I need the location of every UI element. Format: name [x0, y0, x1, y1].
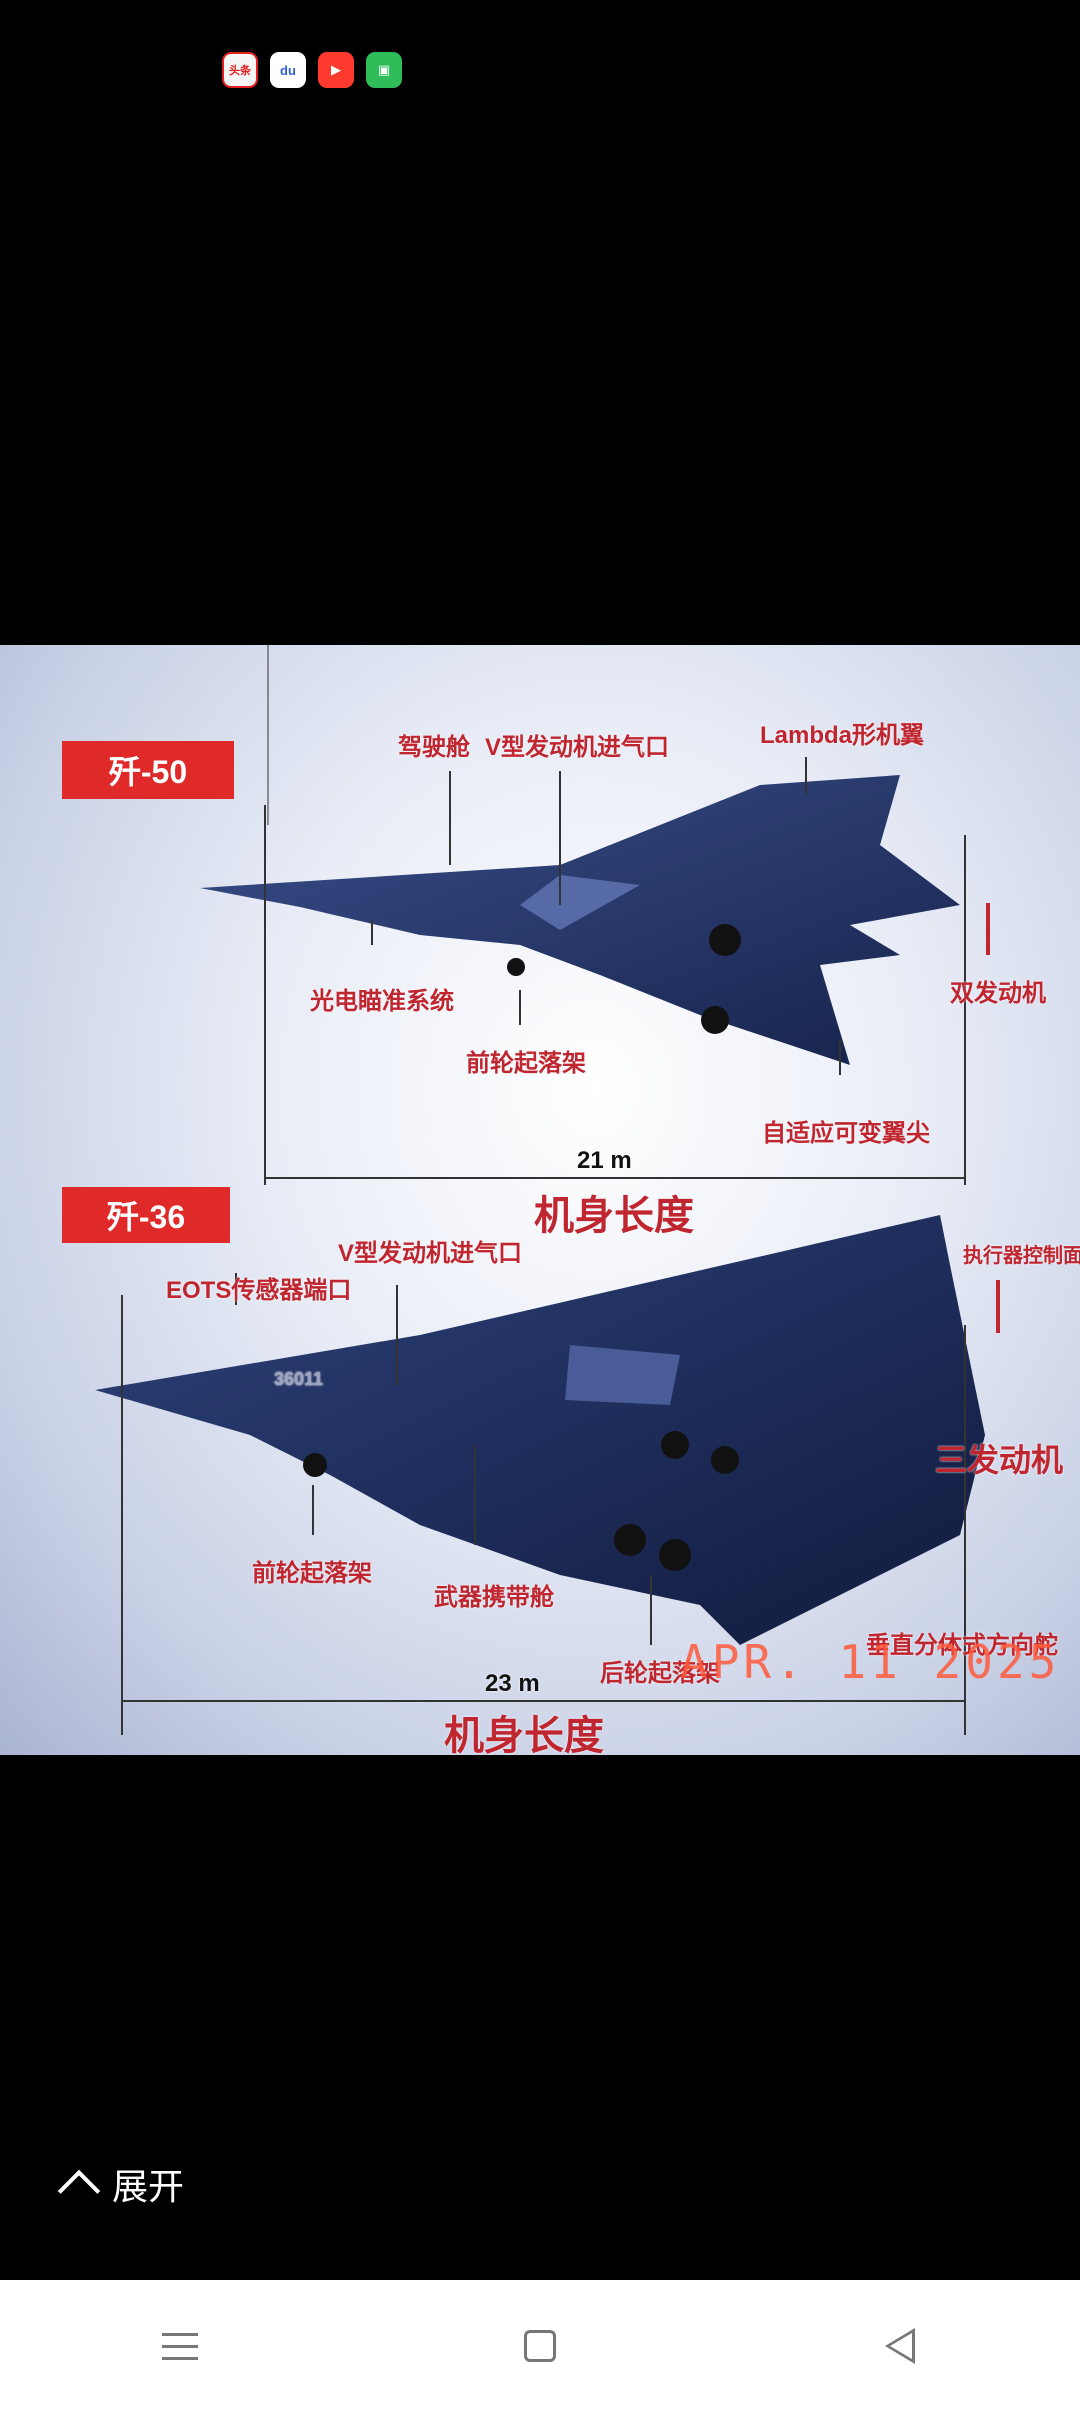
expand-label: 展开 — [112, 2166, 185, 2207]
j50-eots-label: 光电瞄准系统 — [310, 988, 454, 1015]
home-icon — [524, 2330, 556, 2362]
j36-eots-port-label: EOTS传感器端口 — [166, 1277, 352, 1304]
j50-length-label: 机身长度 — [534, 1194, 694, 1238]
j50-aircraft — [200, 645, 960, 1065]
j50-length-value: 21 m — [577, 1147, 632, 1174]
j36-length-label: 机身长度 — [444, 1714, 604, 1755]
j36-tail-number: 36011 — [274, 1369, 324, 1389]
j50-cockpit-label: 驾驶舱 — [398, 734, 470, 761]
aircraft-illustration — [95, 645, 1000, 1735]
j36-v-intake-label: V型发动机进气口 — [338, 1240, 523, 1267]
j36-aircraft — [95, 1215, 985, 1645]
message-icon: ▣ — [366, 52, 402, 88]
expand-button[interactable]: 展开 — [57, 2158, 185, 2213]
j50-lambda-wing-label: Lambda形机翼 — [760, 722, 925, 749]
j36-split-rudder-label: 垂直分体式方向舵 — [866, 1632, 1058, 1659]
j36-weapons-bay-label: 武器携带舱 — [434, 1584, 554, 1611]
j36-rear-gear-label: 后轮起落架 — [600, 1660, 720, 1687]
j50-v-intake-label: V型发动机进气口 — [485, 734, 670, 761]
dimension-lines — [121, 757, 966, 1735]
home-button[interactable] — [500, 2306, 580, 2386]
menu-icon — [162, 2332, 198, 2360]
j36-three-engine-label: 三发动机 — [935, 1442, 1064, 1478]
back-button[interactable] — [860, 2306, 940, 2386]
j36-title: 歼-36 — [62, 1187, 230, 1243]
date-stamp: APR. 11 2025 — [680, 1635, 1061, 1689]
baidu-icon: du — [270, 52, 306, 88]
j50-title: 歼-50 — [62, 741, 234, 799]
recent-apps-button[interactable] — [140, 2306, 220, 2386]
j36-actuator-surface-label: 执行器控制面 — [963, 1245, 1080, 1267]
highlight-marks — [986, 903, 1000, 1333]
system-navigation-bar — [0, 2280, 1080, 2412]
toutiao-icon: 头条 — [222, 52, 258, 88]
j50-twin-engine-label: 双发动机 — [950, 980, 1046, 1007]
notification-icons: 头条 du ▶ ▣ — [222, 52, 402, 88]
back-icon — [885, 2328, 915, 2364]
j36-length-value: 23 m — [485, 1670, 540, 1697]
j50-adaptive-wingtip-label: 自适应可变翼尖 — [762, 1120, 930, 1147]
chevron-up-icon — [57, 2169, 101, 2213]
j50-nose-gear-label: 前轮起落架 — [466, 1050, 586, 1077]
video-icon: ▶ — [318, 52, 354, 88]
aircraft-comparison-image[interactable]: 歼-50 驾驶舱 V型发动机进气口 Lambda形机翼 光电瞄准系统 双发动机 … — [0, 645, 1080, 1755]
j36-nose-gear-label: 前轮起落架 — [252, 1560, 372, 1587]
